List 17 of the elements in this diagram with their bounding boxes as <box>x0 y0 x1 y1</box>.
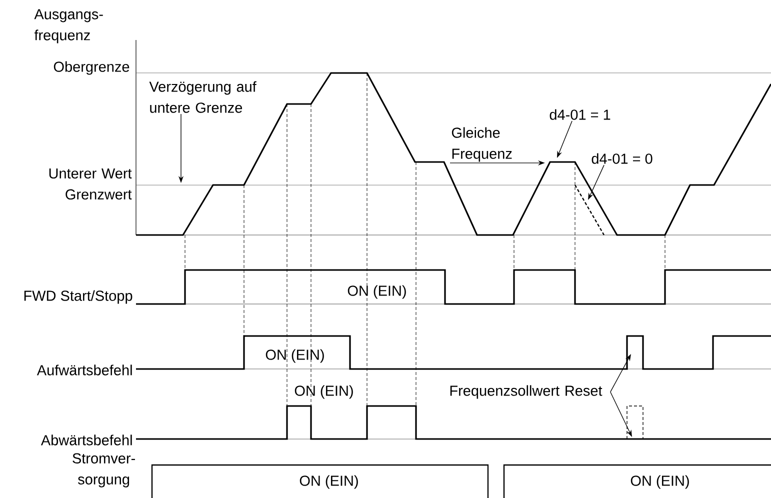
signal-label: Aufwärtsbefehl <box>36 364 132 376</box>
state-label: ON (EIN) <box>348 285 406 299</box>
state-label: ON (EIN) <box>630 475 689 489</box>
callout-text: d4-01 = 0 <box>592 153 652 164</box>
signal-label: Stromver- sorgung <box>72 453 135 488</box>
state-label: ON (EIN) <box>294 385 353 399</box>
state-label: ON (EIN) <box>266 349 324 363</box>
axis-label: Ausgangs- frequenz <box>34 9 103 44</box>
axis-label: Unterer Wert Grenzwert <box>49 168 132 200</box>
callout-text: Frequenzsollwert Reset <box>450 385 602 399</box>
callout-text: Gleiche Frequenz <box>452 127 512 162</box>
axis-label: Obergrenze <box>54 61 130 75</box>
signal-label: Abwärtsbefehl <box>40 434 132 446</box>
callout-text: Verzögerung auf untere Grenze <box>149 81 256 113</box>
callout-text: d4-01 = 1 <box>550 109 610 120</box>
state-label: ON (EIN) <box>300 475 358 489</box>
signal-label: FWD Start/Stopp <box>24 290 132 304</box>
